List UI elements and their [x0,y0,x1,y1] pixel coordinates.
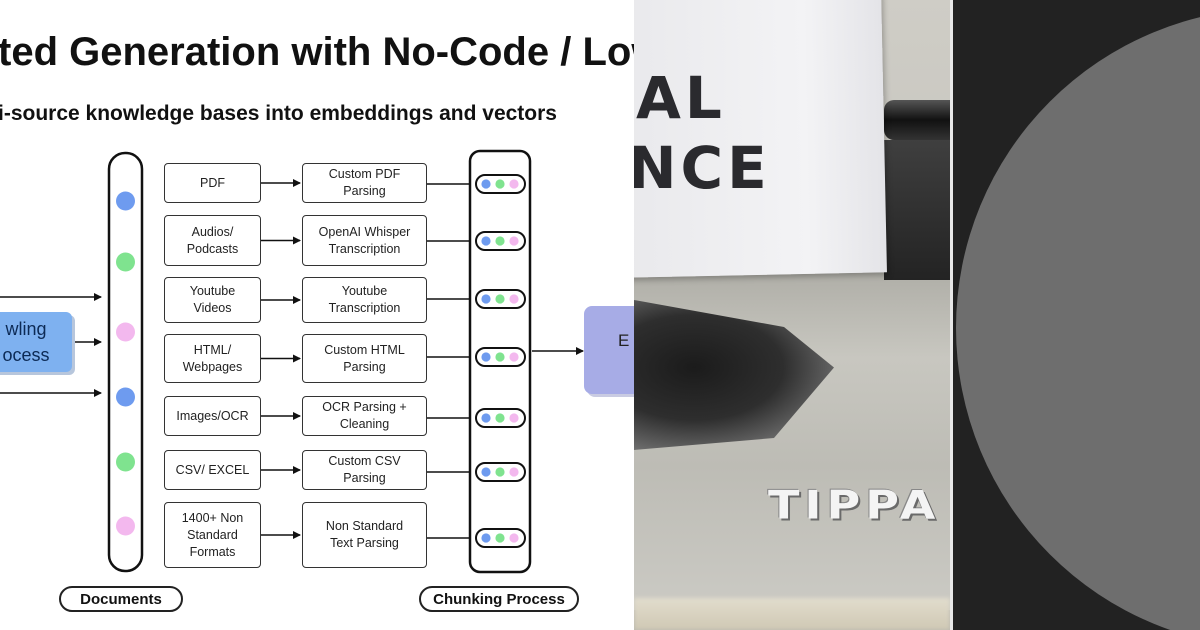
document-dot [116,452,135,472]
document-dot [116,516,135,536]
chunk-dot [481,467,491,477]
chunk-dot [481,294,491,304]
source-box: 1400+ Non Standard Formats [164,502,261,568]
typewriter-photo: AL NCE TIPPA [634,0,950,630]
parser-box: OpenAI Whisper Transcription [302,215,427,266]
embedding-box: E [584,306,634,394]
source-box: Youtube Videos [164,277,261,323]
chunk-dot [481,413,491,423]
chunk-dot [495,236,505,246]
source-box: PDF [164,163,261,203]
chunk-dot [495,352,505,362]
chunk-dot [495,294,505,304]
decorative-circle [956,8,1200,630]
typewriter-carriage [884,140,950,280]
chunk-dot [509,236,519,246]
paper-text-line-2: NCE [634,134,771,202]
chunk-dot [509,352,519,362]
embedding-label: E [618,331,630,350]
paper-text-line-1: AL [636,64,726,132]
parser-box: Youtube Transcription [302,277,427,323]
decorative-circle-panel [950,0,1200,630]
typewriter-keys [634,598,950,630]
chunk-dot [509,413,519,423]
chunk-dot [481,352,491,362]
documents-column [107,151,144,573]
parser-box: Custom PDF Parsing [302,163,427,203]
chunking-process-label: Chunking Process [419,586,579,612]
parser-box: Custom CSV Parsing [302,450,427,490]
parser-box: OCR Parsing + Cleaning [302,396,427,436]
document-dot [116,252,135,272]
source-box: HTML/ Webpages [164,334,261,383]
typewriter-brand: TIPPA [768,482,941,528]
pipeline-diagram [0,149,584,574]
slide-title: ted Generation with No-Code / Low [0,30,634,74]
chunk-dot [495,179,505,189]
parser-box: Non Standard Text Parsing [302,502,427,568]
slide-subtitle: i-source knowledge bases into embeddings… [0,102,557,125]
crawling-process-box: wling ocess [0,312,72,372]
chunk-dot [495,467,505,477]
chunk-dot [481,179,491,189]
document-dot [116,387,135,407]
chunk-dot [509,533,519,543]
diagram-slide: ted Generation with No-Code / Low i-sour… [0,30,634,612]
source-box: Audios/ Podcasts [164,215,261,266]
chunk-dot [495,533,505,543]
chunk-dot [481,533,491,543]
parser-box: Custom HTML Parsing [302,334,427,383]
chunk-dot [481,236,491,246]
source-box: Images/OCR [164,396,261,436]
chunk-dot [509,294,519,304]
typewriter-roller [884,100,950,140]
document-dot [116,191,135,211]
chunk-dot [509,179,519,189]
documents-label: Documents [59,586,183,612]
document-dot [116,322,135,342]
chunk-dot [509,467,519,477]
chunk-dot [495,413,505,423]
source-box: CSV/ EXCEL [164,450,261,490]
